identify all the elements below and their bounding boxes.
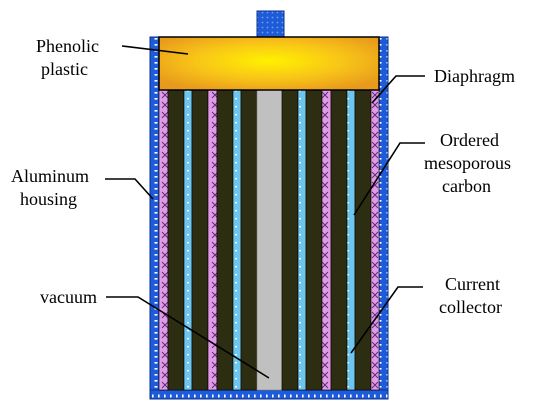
- label-current-1: Current: [445, 274, 500, 294]
- diaphragm-layer: [158, 89, 169, 391]
- carbon-electrode-layer: [330, 89, 348, 391]
- vacuum-core: [256, 89, 283, 391]
- leader-ordered: [353, 142, 425, 216]
- label-vacuum: vacuum: [40, 287, 97, 307]
- current-collector-layer: [183, 89, 193, 391]
- carbon-electrode-layer: [240, 89, 258, 391]
- current-collector-layer: [346, 89, 356, 391]
- label-ordered-2: mesoporous: [424, 153, 511, 173]
- housing-left-wall: [149, 36, 160, 394]
- housing-bottom: [149, 389, 389, 400]
- label-aluminum-2: housing: [20, 189, 77, 209]
- phenolic-cap: [158, 36, 380, 91]
- current-collector-layer: [297, 89, 307, 391]
- electrode-stack: [158, 89, 380, 391]
- diaphragm-layer: [370, 89, 380, 391]
- carbon-electrode-layer: [167, 89, 185, 391]
- label-diaphragm: Diaphragm: [434, 66, 515, 86]
- leader-lines: [105, 45, 425, 379]
- label-ordered-1: Ordered: [440, 130, 499, 150]
- carbon-electrode-layer: [305, 89, 323, 391]
- label-ordered-3: carbon: [442, 176, 491, 196]
- leader-diaphragm: [371, 75, 425, 104]
- current-collector-layer: [232, 89, 242, 391]
- label-phenolic-2: plastic: [41, 59, 88, 79]
- carbon-electrode-layer: [191, 89, 209, 391]
- carbon-electrode-layer: [281, 89, 299, 391]
- leader-aluminum: [105, 178, 154, 200]
- label-phenolic-1: Phenolic: [36, 36, 99, 56]
- terminal: [256, 10, 285, 38]
- leader-phenolic: [121, 45, 189, 55]
- label-current-2: collector: [439, 297, 502, 317]
- leader-vacuum: [106, 296, 270, 379]
- label-aluminum-1: Aluminum: [11, 166, 89, 186]
- carbon-electrode-layer: [216, 89, 234, 391]
- leader-current: [350, 286, 423, 354]
- diaphragm-layer: [321, 89, 332, 391]
